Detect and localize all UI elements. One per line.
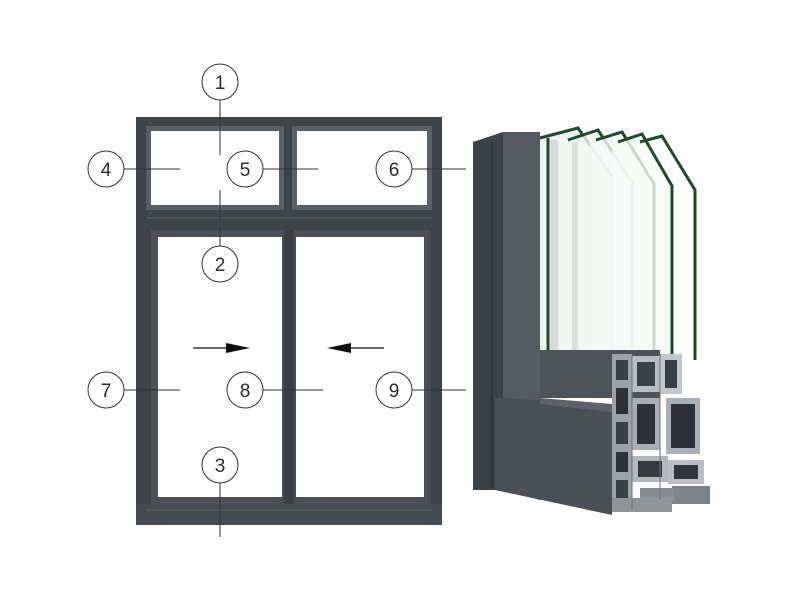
bottom-sill	[136, 504, 442, 525]
svg-text:3: 3	[215, 456, 226, 477]
callout-2: 2	[201, 245, 239, 283]
callout-5: 5	[226, 150, 264, 188]
svg-text:2: 2	[215, 255, 226, 276]
svg-text:4: 4	[101, 160, 112, 181]
callouts: 1 2 3 4 5 6 7 8	[87, 63, 413, 484]
callout-9: 9	[375, 371, 413, 409]
sill-front-face	[495, 398, 612, 515]
callout-6: 6	[375, 150, 413, 188]
svg-text:8: 8	[240, 381, 251, 402]
svg-text:7: 7	[101, 381, 112, 402]
profile-section-view	[473, 126, 710, 515]
svg-text:5: 5	[240, 160, 251, 181]
arrow-left-icon	[327, 343, 384, 353]
callout-3: 3	[201, 446, 239, 484]
profile-cross-section	[612, 354, 710, 512]
callout-7: 7	[87, 371, 125, 409]
leader-lines	[124, 100, 466, 537]
meeting-stile	[284, 230, 294, 504]
svg-text:9: 9	[389, 381, 400, 402]
glass-units	[539, 126, 697, 360]
right-sash-glass	[296, 237, 424, 497]
callout-8: 8	[226, 371, 264, 409]
svg-text:6: 6	[389, 160, 400, 181]
arrow-right-icon	[193, 343, 250, 353]
svg-text:1: 1	[215, 73, 226, 94]
callout-4: 4	[87, 150, 125, 188]
callout-1: 1	[201, 63, 239, 101]
